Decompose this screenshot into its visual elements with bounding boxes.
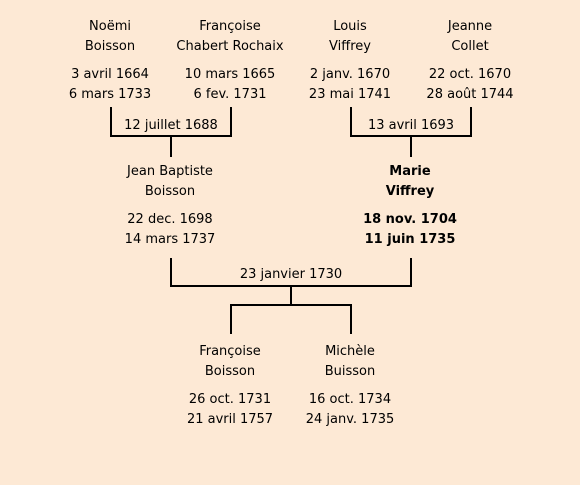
person-marie: Marie Viffrey 18 nov. 1704 11 juin 1735: [340, 162, 480, 250]
marriage-left-grandparents: 12 juillet 1688: [124, 118, 218, 133]
person-louis: Louis Viffrey 2 janv. 1670 23 mai 1741: [280, 17, 420, 105]
death-date: 23 mai 1741: [308, 87, 392, 102]
death-date: 28 août 1744: [426, 87, 514, 102]
first-name: Françoise: [199, 19, 261, 34]
last-name: Boisson: [84, 39, 136, 54]
dates: 3 avril 1664 6 mars 1733: [40, 65, 180, 105]
person-francoise-boisson: Françoise Boisson 26 oct. 1731 21 avril …: [160, 342, 300, 430]
first-name: Noëmi: [89, 19, 131, 34]
last-name: Buisson: [324, 364, 376, 379]
birth-date: 22 dec. 1698: [127, 212, 213, 227]
death-date: 6 fev. 1731: [193, 87, 267, 102]
dates: 18 nov. 1704 11 juin 1735: [340, 210, 480, 250]
dates: 2 janv. 1670 23 mai 1741: [280, 65, 420, 105]
last-name: Boisson: [144, 184, 196, 199]
birth-date: 2 janv. 1670: [309, 67, 391, 82]
person-noemi: Noëmi Boisson 3 avril 1664 6 mars 1733: [40, 17, 180, 105]
death-date: 11 juin 1735: [364, 232, 456, 247]
dates: 22 oct. 1670 28 août 1744: [400, 65, 540, 105]
death-date: 14 mars 1737: [124, 232, 216, 247]
first-name: Michèle: [325, 344, 375, 359]
dates: 26 oct. 1731 21 avril 1757: [160, 390, 300, 430]
person-michele: Michèle Buisson 16 oct. 1734 24 janv. 17…: [280, 342, 420, 430]
birth-date: 16 oct. 1734: [308, 392, 392, 407]
birth-date: 22 oct. 1670: [428, 67, 512, 82]
first-name: Louis: [333, 19, 367, 34]
last-name: Viffrey: [385, 184, 435, 199]
first-name: Jeanne: [447, 19, 493, 34]
birth-date: 18 nov. 1704: [363, 212, 457, 227]
birth-date: 26 oct. 1731: [188, 392, 272, 407]
first-name: Marie: [389, 164, 431, 179]
death-date: 6 mars 1733: [68, 87, 152, 102]
last-name: Boisson: [204, 364, 256, 379]
dates: 10 mars 1665 6 fev. 1731: [160, 65, 300, 105]
person-jeanne: Jeanne Collet 22 oct. 1670 28 août 1744: [400, 17, 540, 105]
death-date: 21 avril 1757: [186, 412, 274, 427]
last-name: Chabert Rochaix: [176, 39, 284, 54]
marriage-right-grandparents: 13 avril 1693: [367, 118, 455, 133]
birth-date: 3 avril 1664: [71, 67, 149, 82]
last-name: Collet: [451, 39, 489, 54]
person-francoise-chabert: Françoise Chabert Rochaix 10 mars 1665 6…: [160, 17, 300, 105]
death-date: 24 janv. 1735: [305, 412, 395, 427]
birth-date: 10 mars 1665: [184, 67, 276, 82]
marriage-parents: 23 janvier 1730: [239, 267, 343, 282]
first-name: Françoise: [199, 344, 261, 359]
dates: 22 dec. 1698 14 mars 1737: [100, 210, 240, 250]
first-name: Jean Baptiste: [127, 164, 213, 179]
person-jean-baptiste: Jean Baptiste Boisson 22 dec. 1698 14 ma…: [100, 162, 240, 250]
last-name: Viffrey: [329, 39, 371, 54]
dates: 16 oct. 1734 24 janv. 1735: [280, 390, 420, 430]
